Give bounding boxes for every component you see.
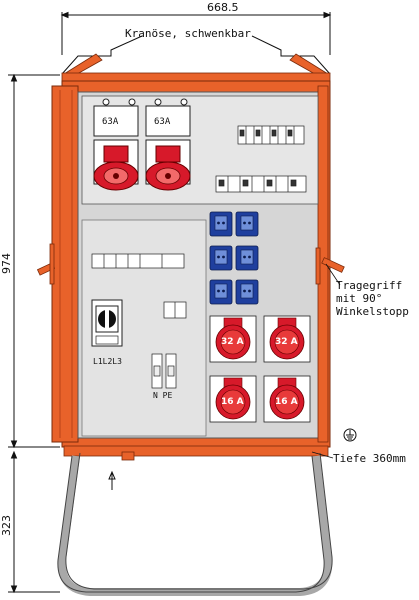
leg-height-label: 323 xyxy=(0,515,13,536)
breakers-row-2 xyxy=(215,175,307,193)
height-dimension-label: 974 xyxy=(0,253,13,274)
socket-rating-label: 63A xyxy=(102,117,119,127)
earth-icon xyxy=(343,428,357,442)
width-dimension xyxy=(60,11,332,55)
crane-eye-roof xyxy=(61,35,331,83)
schuko-socket xyxy=(235,211,259,237)
schuko-socket xyxy=(209,245,233,271)
terminal-npe-label: N PE xyxy=(153,391,173,400)
socket-rating-label: 16 A xyxy=(275,397,298,407)
crane-eye-label: Kranöse, schwenkbar xyxy=(125,27,251,40)
side-handles xyxy=(36,243,345,285)
cee-socket xyxy=(263,375,311,423)
width-dimension-label: 668.5 xyxy=(207,1,239,14)
cee-socket xyxy=(209,315,257,363)
leader-lines xyxy=(311,263,341,459)
schuko-sockets xyxy=(209,211,259,305)
socket-rating-label: 32 A xyxy=(275,337,298,347)
cee-socket xyxy=(263,315,311,363)
socket-rating-label: 63A xyxy=(154,117,171,127)
cee-right-sockets xyxy=(209,315,311,423)
schuko-socket xyxy=(235,245,259,271)
socket-rating-label: 32 A xyxy=(221,337,244,347)
breakers-row-1 xyxy=(237,125,305,145)
height-dimension xyxy=(8,73,60,594)
base-frame xyxy=(57,445,333,596)
depth-label: Tiefe 360mm xyxy=(333,452,406,465)
socket-rating-label: 16 A xyxy=(221,397,244,407)
terminal-l-label: L1L2L3 xyxy=(93,357,122,366)
schuko-socket xyxy=(209,279,233,305)
socket-63a-left xyxy=(93,139,139,191)
carry-handle-label: Tragegriff mit 90° Winkelstopp xyxy=(336,279,409,318)
main-switch xyxy=(91,299,123,347)
cee-socket xyxy=(209,375,257,423)
socket-63a-right xyxy=(145,139,191,191)
schuko-socket xyxy=(235,279,259,305)
schuko-socket xyxy=(209,211,233,237)
npe-terminals xyxy=(151,353,177,389)
